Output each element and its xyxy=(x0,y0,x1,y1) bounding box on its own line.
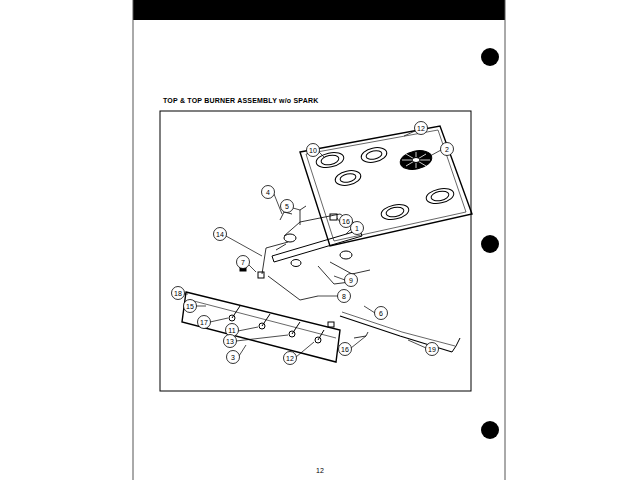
callout-circle xyxy=(284,352,297,365)
callout-circle xyxy=(172,287,185,300)
callout-number: 17 xyxy=(200,319,208,326)
callout-number: 2 xyxy=(445,146,449,153)
sheet xyxy=(133,0,505,480)
callout-number: 13 xyxy=(226,338,234,345)
callout-number: 7 xyxy=(241,259,245,266)
sheet-edge xyxy=(133,0,134,480)
callout-circle xyxy=(262,186,275,199)
burner-assembly xyxy=(258,206,370,300)
callout-circle xyxy=(339,343,352,356)
callout-circle xyxy=(227,351,240,364)
top-bar xyxy=(133,0,505,20)
callout-circle xyxy=(281,200,294,213)
callout-number: 9 xyxy=(349,277,353,284)
callout-circle xyxy=(375,307,388,320)
punch-hole xyxy=(481,421,499,439)
cooktop xyxy=(300,126,472,246)
callout-circle xyxy=(307,144,320,157)
callout-number: 5 xyxy=(285,203,289,210)
callout-number: 12 xyxy=(286,355,294,362)
callout-circle xyxy=(338,290,351,303)
callout-number: 19 xyxy=(428,346,436,353)
callout-number: 18 xyxy=(174,290,182,297)
leader-lines xyxy=(184,131,441,357)
callout-number: 12 xyxy=(417,125,425,132)
small-parts xyxy=(240,266,334,327)
punch-hole xyxy=(481,48,499,66)
callout-circles xyxy=(172,122,454,365)
callout-number: 16 xyxy=(342,218,350,225)
callout-circle xyxy=(224,335,237,348)
callout-circle xyxy=(415,122,428,135)
page-number: 12 xyxy=(316,467,324,474)
control-panel xyxy=(182,292,340,362)
gas-line xyxy=(340,312,460,352)
punch-hole xyxy=(481,235,499,253)
callout-number: 14 xyxy=(216,231,224,238)
callout-number: 3 xyxy=(231,354,235,361)
callout-circle xyxy=(441,143,454,156)
figure-frame xyxy=(160,111,471,391)
callout-circle xyxy=(237,256,250,269)
sheet-edge xyxy=(505,0,506,480)
callout-number: 10 xyxy=(309,147,317,154)
callout-number: 11 xyxy=(228,327,235,334)
callout-circle xyxy=(214,228,227,241)
callout-number: 4 xyxy=(266,189,270,196)
callout-number: 1 xyxy=(355,225,359,232)
callout-circle xyxy=(345,274,358,287)
callout-number: 15 xyxy=(186,303,194,310)
callout-circle xyxy=(426,343,439,356)
callout-number: 6 xyxy=(379,310,383,317)
callout-number: 8 xyxy=(342,293,346,300)
callout-number: 16 xyxy=(341,346,349,353)
callout-circle xyxy=(198,316,211,329)
callout-circle xyxy=(184,300,197,313)
figure-title: TOP & TOP BURNER ASSEMBLY w/o SPARK xyxy=(163,97,318,104)
callout-circle xyxy=(351,222,364,235)
